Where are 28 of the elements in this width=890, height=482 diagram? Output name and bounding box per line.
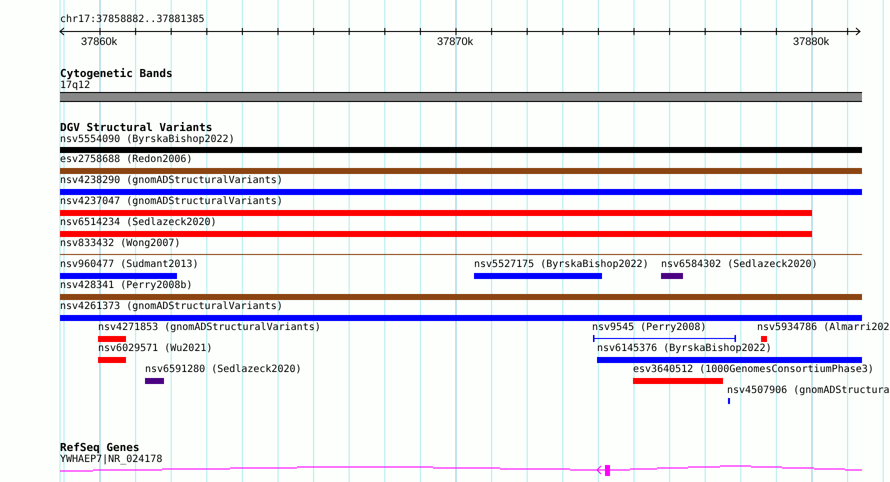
band-label: 17q12 bbox=[60, 80, 90, 92]
variant-label: esv2758688 (Redon2006) bbox=[60, 154, 192, 166]
variant-label: nsv4238290 (gnomADStructuralVariants) bbox=[60, 175, 283, 187]
variant-label: nsv6145376 (ByrskaBishop2022) bbox=[597, 343, 772, 355]
variant-label: nsv6514234 (Sedlazeck2020) bbox=[60, 217, 217, 229]
track-title: DGV Structural Variants bbox=[60, 122, 212, 134]
variant-label: nsv5554090 (ByrskaBishop2022) bbox=[60, 134, 235, 146]
variant-label: nsv6584302 (Sedlazeck2020) bbox=[661, 259, 818, 271]
track-title: RefSeq Genes bbox=[60, 442, 140, 454]
tick-label: 37860k bbox=[81, 36, 118, 48]
variant-label: nsv6591280 (Sedlazeck2020) bbox=[145, 364, 302, 376]
tick-label: 37880k bbox=[793, 36, 830, 48]
variant-label: nsv9545 (Perry2008) bbox=[592, 322, 706, 334]
variant-label: nsv833432 (Wong2007) bbox=[60, 238, 180, 250]
track-title: Cytogenetic Bands bbox=[60, 68, 173, 80]
variant-label: nsv6029571 (Wu2021) bbox=[98, 343, 212, 355]
position-label: chr17:37858882..37881385 bbox=[60, 14, 204, 26]
variant-label: nsv4507906 (gnomADStructura bbox=[727, 385, 890, 397]
gene-label: YWHAEP7|NR_024178 bbox=[60, 454, 162, 466]
variant-label: nsv4237047 (gnomADStructuralVariants) bbox=[60, 196, 283, 208]
variant-label: esv3640512 (1000GenomesConsortiumPhase3) bbox=[633, 364, 874, 376]
variant-label: nsv5527175 (ByrskaBishop2022) bbox=[474, 259, 649, 271]
variant-label: nsv428341 (Perry2008b) bbox=[60, 280, 192, 292]
variant-label: nsv4271853 (gnomADStructuralVariants) bbox=[98, 322, 321, 334]
tick-label: 37870k bbox=[437, 36, 474, 48]
variant-label: nsv4261373 (gnomADStructuralVariants) bbox=[60, 301, 283, 313]
variant-label: nsv5934786 (Almarri202 bbox=[757, 322, 890, 334]
variant-label: nsv960477 (Sudmant2013) bbox=[60, 259, 198, 271]
